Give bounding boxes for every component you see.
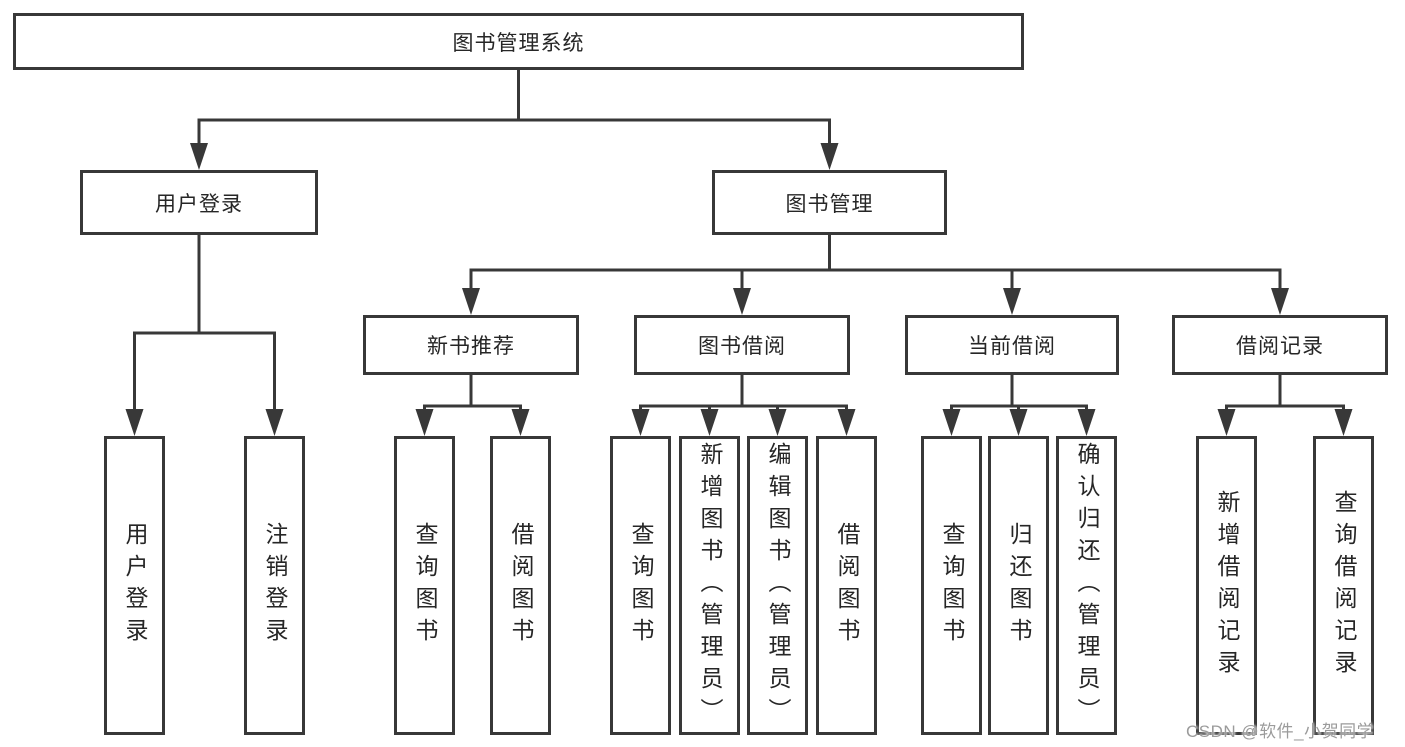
arrowhead [511,409,530,436]
connector-book-management-rail [469,268,1282,292]
leaf-borrowing-edit-books-admin: 编辑图书（管理员） [747,436,808,735]
leaf-current-confirm-return-admin: 确认归还（管理员） [1056,436,1117,735]
arrowhead [1003,288,1021,315]
arrowhead [733,288,751,315]
arrowhead [631,409,650,436]
arrowhead [1009,409,1028,436]
arrowhead [125,409,144,436]
leaf-logout-login: 注销登录 [244,436,305,735]
connector-user-login-rail [133,331,276,412]
arrowhead [700,409,719,436]
node-root-system: 图书管理系统 [13,13,1024,70]
arrowhead [1271,288,1289,315]
connector-borrowing-records-rail [1225,404,1345,414]
connector-new-book-recommend-rail [423,404,522,414]
connector-book-borrowing-rail [639,404,848,414]
arrowhead [768,409,787,436]
leaf-records-add-record: 新增借阅记录 [1196,436,1257,735]
arrowhead [820,143,839,170]
arrowhead [1077,409,1096,436]
node-book-management: 图书管理 [712,170,947,235]
leaf-user-login: 用户登录 [104,436,165,735]
arrowhead [462,288,480,315]
leaf-recommend-borrow-books: 借阅图书 [490,436,551,735]
node-book-borrowing: 图书借阅 [634,315,850,375]
leaf-records-query-record: 查询借阅记录 [1313,436,1374,735]
leaf-borrowing-query-books: 查询图书 [610,436,671,735]
arrowhead [1217,409,1236,436]
arrowhead [942,409,961,436]
leaf-current-query-books: 查询图书 [921,436,982,735]
leaf-borrowing-add-books-admin: 新增图书（管理员） [679,436,740,735]
node-user-login: 用户登录 [80,170,318,235]
node-current-borrowing: 当前借阅 [905,315,1119,375]
arrowhead [837,409,856,436]
leaf-recommend-query-books: 查询图书 [394,436,455,735]
connector-root-rail [197,118,831,146]
leaf-borrowing-borrow-books: 借阅图书 [816,436,877,735]
node-borrowing-records: 借阅记录 [1172,315,1388,375]
arrowheads [125,143,1353,436]
leaf-current-return-books: 归还图书 [988,436,1049,735]
arrowhead [415,409,434,436]
arrowhead [265,409,284,436]
csdn-watermark: CSDN @软件_小贺同学 [1186,722,1375,741]
arrowhead [1334,409,1353,436]
arrowhead [190,143,208,170]
node-new-book-recommend: 新书推荐 [363,315,579,375]
